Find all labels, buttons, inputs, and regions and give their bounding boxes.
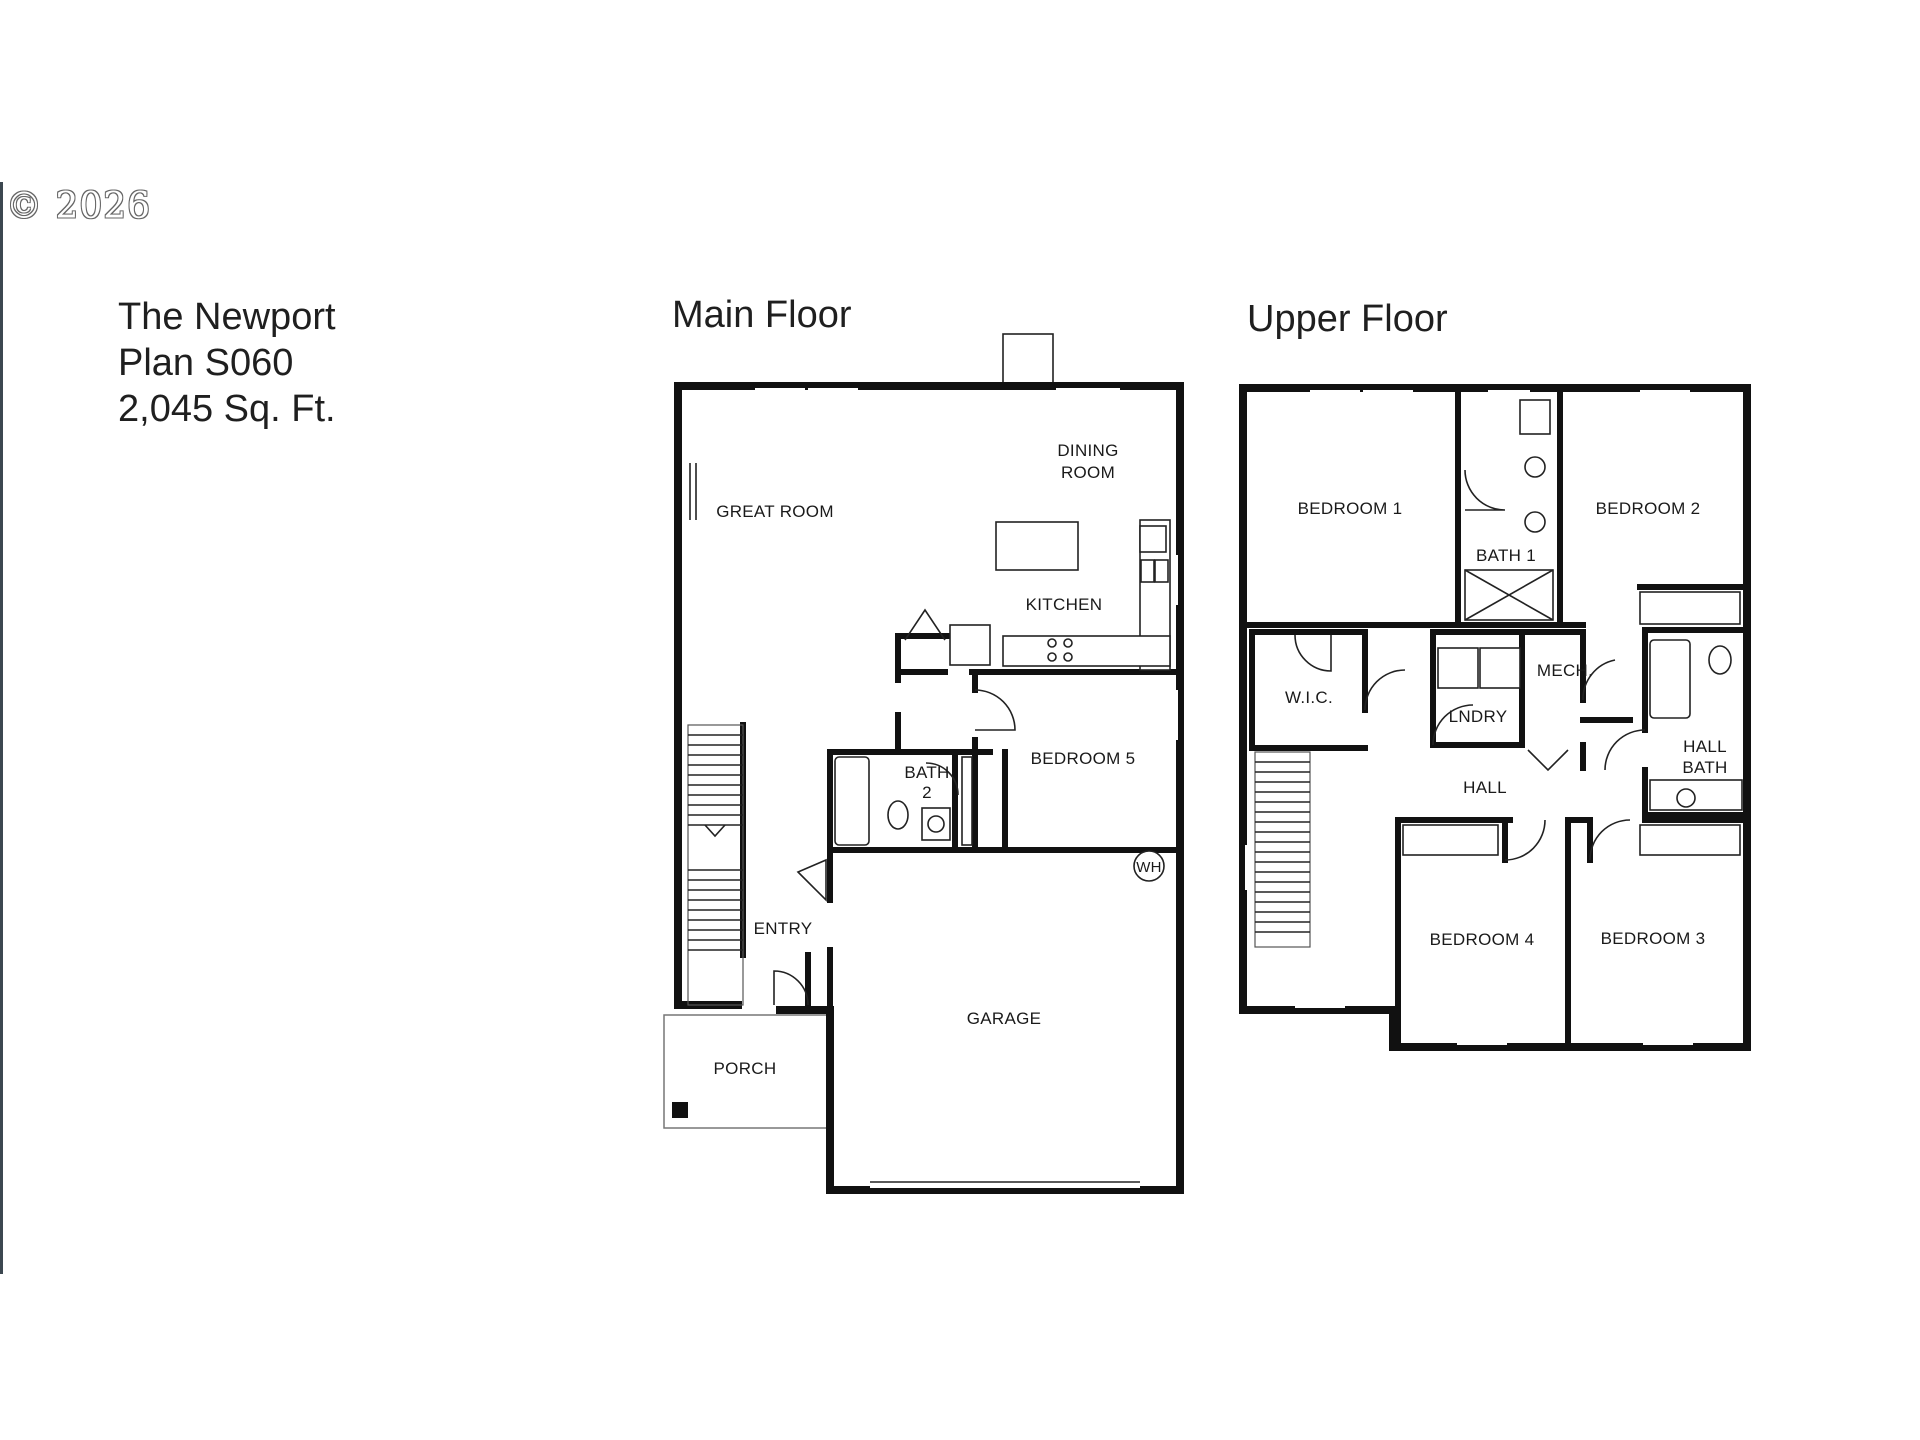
label-dining-line1: DINING [1057,441,1118,460]
entry-door [773,970,809,1006]
wic-door [1294,634,1332,672]
water-heater-icon [1133,850,1165,882]
hall-bath-toilet-icon [1708,645,1732,675]
garage-door-arc [796,858,827,902]
upper-exterior-wall [1239,384,1751,1051]
label-mech: MECH. [1537,661,1593,680]
porch-post [672,1102,688,1118]
bath2-door [925,762,959,796]
kitchen-counter-bottom [1002,635,1171,667]
bath1-toilet-icon [1519,399,1551,435]
label-bedroom2: BEDROOM 2 [1596,499,1701,518]
copyright-watermark: © 2026 [6,186,152,227]
label-dining-line2: ROOM [1061,463,1115,482]
hall-bath-tub-icon [1649,639,1691,719]
label-bath2-line2: 2 [922,783,932,802]
fireplace-chimney [1002,333,1054,389]
plan-code: Plan S060 [118,342,294,384]
main-floor-plan: DINING ROOM GREAT ROOM KITCHEN BEDROOM 5… [663,333,1184,1194]
label-kitchen: KITCHEN [1026,595,1103,614]
label-porch: PORCH [714,1059,777,1078]
bedroom2-door [1582,659,1616,701]
linen-door [1527,749,1569,772]
label-lndry: LNDRY [1449,707,1508,726]
label-hall: HALL [1463,778,1507,797]
upper-stairs [1254,751,1311,948]
label-bedroom1: BEDROOM 1 [1298,499,1403,518]
bedroom3-closet [1639,824,1741,856]
dryer-icon [1479,647,1521,689]
bedroom1-door [1364,669,1406,711]
hall-bath-vanity [1649,779,1743,811]
laundry-door [1432,704,1474,746]
bedroom2-closet [1639,591,1741,625]
label-wic: W.I.C. [1285,688,1333,707]
upper-floor-plan: BEDROOM 1 BEDROOM 2 BATH 1 W.I.C. MECH. … [1239,384,1751,1051]
label-bath2-line1: BATH [904,763,949,782]
bath1-door [1464,469,1506,511]
washer-icon [1437,647,1479,689]
label-bedroom4: BEDROOM 4 [1430,930,1535,949]
main-exterior-wall [674,382,1184,1194]
toilet-icon [887,800,909,830]
sink-icon [1140,559,1155,583]
bath1-sink-icon [1524,456,1546,478]
label-bedroom3: BEDROOM 3 [1601,929,1706,948]
label-bath1: BATH 1 [1476,546,1536,565]
kitchen-island [995,521,1079,571]
main-floor-title: Main Floor [672,294,852,336]
bedroom3-door [1589,819,1631,861]
label-entry: ENTRY [754,919,813,938]
bedroom4-closet [1402,824,1499,856]
bedroom5-door [974,689,1016,731]
label-bedroom5: BEDROOM 5 [1031,749,1136,768]
hall-bath-door [1604,729,1646,771]
vanity-sink-icon [921,807,951,841]
bedroom4-door [1504,819,1546,861]
label-hall-bath-line1: HALL [1683,737,1727,756]
left-edge-bar [0,182,3,1274]
closet-shelf [961,756,973,846]
upper-floor-title: Upper Floor [1247,298,1448,340]
pantry-door [949,624,991,666]
plan-area: 2,045 Sq. Ft. [118,388,336,430]
label-great-room: GREAT ROOM [716,502,834,521]
cooktop-icon [1047,638,1057,648]
plan-name: The Newport [118,296,336,338]
main-stairs [687,724,744,1006]
label-water-heater: WH [1136,859,1162,876]
bathtub-icon [834,756,870,846]
fridge-icon [1139,525,1167,553]
label-hall-bath-line2: BATH [1682,758,1727,777]
label-garage: GARAGE [967,1009,1042,1028]
